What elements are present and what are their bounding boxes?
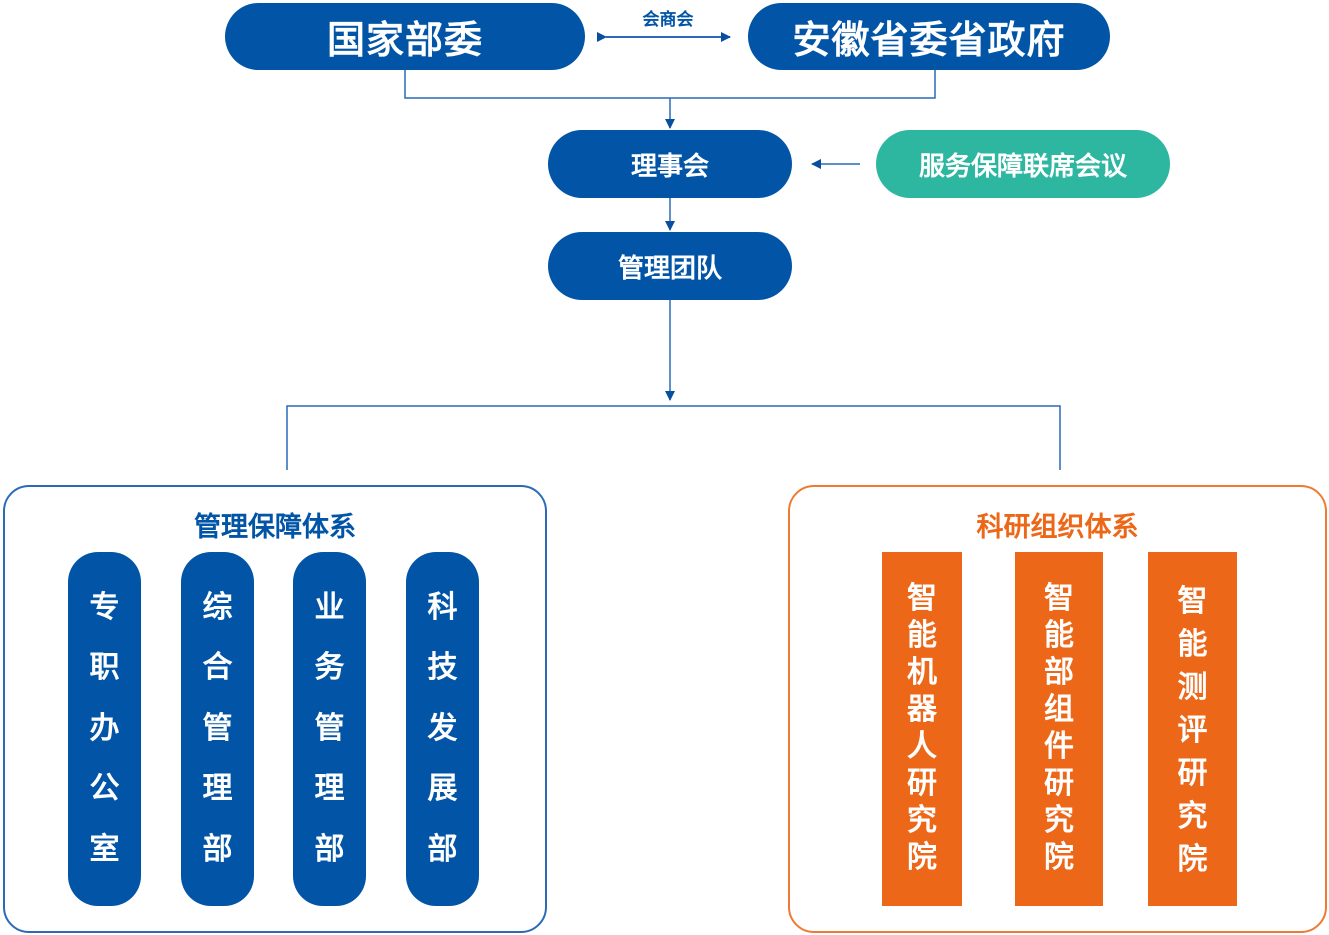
institute-label-char: 器 — [907, 692, 937, 727]
institute-label-char: 院 — [907, 840, 937, 875]
department-label-char: 部 — [202, 831, 233, 867]
research-system-title: 科研组织体系 — [976, 512, 1139, 543]
institute-label-char: 研 — [907, 766, 937, 801]
institute-label-char: 测 — [1177, 670, 1208, 705]
institute-label-char: 能 — [1044, 618, 1074, 653]
department-label-char: 室 — [89, 831, 120, 867]
institute-label-char: 件 — [1044, 729, 1074, 764]
department-item: 专职办公室 — [68, 552, 141, 906]
institute-label-char: 能 — [907, 618, 937, 653]
institute-label-char: 评 — [1177, 713, 1208, 748]
institute-label-char: 智 — [1044, 581, 1074, 616]
department-label-char: 理 — [314, 771, 345, 807]
institute-item: 智能测评研究院 — [1148, 552, 1237, 906]
node-management-team-label: 管理团队 — [617, 253, 722, 284]
management-system-title: 管理保障体系 — [194, 512, 356, 543]
institute-label-char: 研 — [1044, 766, 1074, 801]
institute-label-char: 研 — [1177, 756, 1208, 791]
institute-label-char: 究 — [907, 803, 937, 838]
institute-label-char: 能 — [1177, 627, 1208, 662]
department-label-char: 综 — [202, 589, 233, 625]
node-provincial-government-label: 安徽省委省政府 — [792, 18, 1066, 62]
research-system-box: 科研组织体系 — [788, 485, 1327, 933]
department-item: 业务管理部 — [293, 552, 366, 906]
consultation-label: 会商会 — [642, 10, 694, 30]
department-label-char: 公 — [89, 771, 120, 807]
institute-label-char: 组 — [1044, 692, 1074, 727]
node-national-ministries: 国家部委 — [225, 3, 585, 70]
node-council-label: 理事会 — [630, 151, 709, 182]
node-service-joint-meeting: 服务保障联席会议 — [876, 130, 1170, 198]
department-label-char: 务 — [314, 650, 345, 686]
institute-label-char: 院 — [1044, 840, 1074, 875]
institute-label-char: 部 — [1044, 655, 1074, 690]
department-label-char: 职 — [89, 650, 120, 686]
institute-label-char: 院 — [1177, 842, 1208, 877]
department-label-char: 发 — [427, 710, 458, 746]
department-label-char: 部 — [314, 831, 345, 867]
department-label-char: 业 — [314, 589, 345, 625]
node-council: 理事会 — [548, 130, 792, 198]
branch-connector — [286, 405, 1061, 470]
institute-item: 智能机器人研究院 — [882, 552, 962, 906]
department-item: 科技发展部 — [406, 552, 479, 906]
institute-label-char: 人 — [907, 729, 937, 764]
institute-label-char: 智 — [1177, 584, 1208, 619]
department-label-char: 管 — [202, 710, 233, 746]
institute-label-char: 究 — [1177, 799, 1208, 834]
department-label-char: 管 — [314, 710, 345, 746]
institute-item: 智能部组件研究院 — [1015, 552, 1103, 906]
institute-label-char: 智 — [907, 581, 937, 616]
department-label-char: 科 — [427, 589, 458, 625]
department-label-char: 合 — [202, 650, 233, 686]
node-management-team: 管理团队 — [548, 232, 792, 300]
department-label-char: 技 — [427, 650, 458, 686]
node-national-ministries-label: 国家部委 — [326, 18, 483, 62]
department-item: 综合管理部 — [181, 552, 254, 906]
department-label-char: 部 — [427, 831, 458, 867]
department-label-char: 办 — [89, 710, 120, 746]
institute-label-char: 机 — [907, 655, 937, 690]
institute-label-char: 究 — [1044, 803, 1074, 838]
department-label-char: 理 — [202, 771, 233, 807]
top-join-connector — [404, 70, 936, 99]
management-system-box: 管理保障体系 — [3, 485, 547, 933]
department-label-char: 展 — [427, 771, 458, 807]
node-service-joint-meeting-label: 服务保障联席会议 — [918, 151, 1127, 182]
department-label-char: 专 — [89, 589, 120, 625]
node-provincial-government: 安徽省委省政府 — [748, 3, 1110, 70]
